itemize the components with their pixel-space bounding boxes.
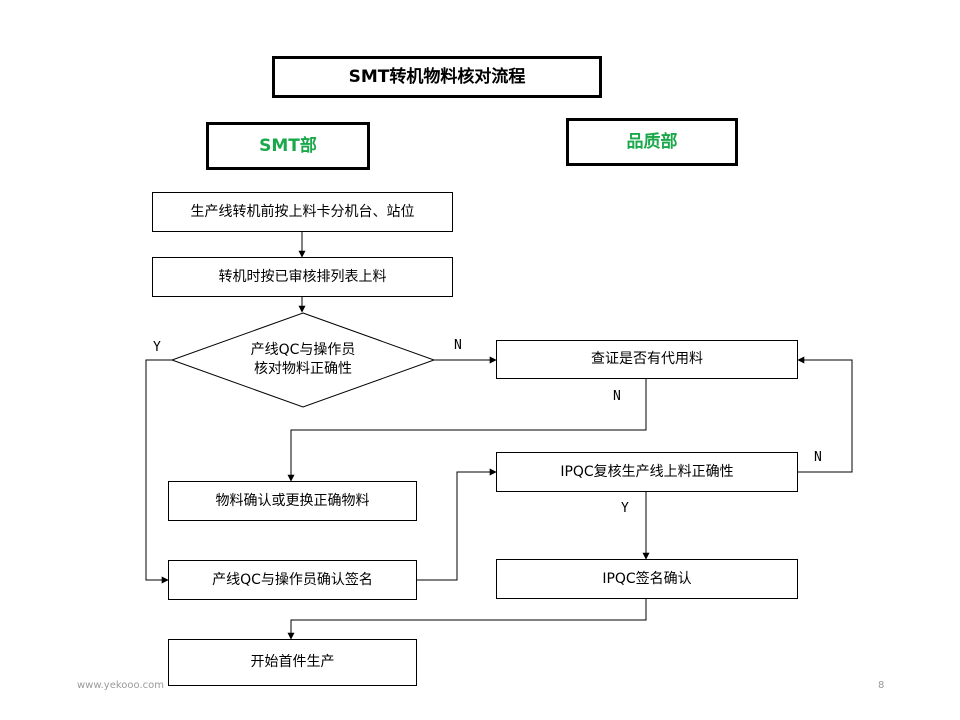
- lane-qa: 品质部: [566, 118, 738, 166]
- page-title: SMT转机物料核对流程: [272, 56, 602, 98]
- step-ipqc-sign: IPQC签名确认: [496, 559, 798, 599]
- edge-sign-start: [287, 599, 647, 640]
- edge-check-confirm: [287, 379, 647, 482]
- step-prepare-stations: 生产线转机前按上料卡分机台、站位: [152, 192, 453, 232]
- label-y-decision: Y: [153, 340, 161, 355]
- edge-sign-recheck: [417, 468, 497, 581]
- step-line-sign: 产线QC与操作员确认签名: [168, 560, 417, 600]
- step-load-materials: 转机时按已审核排列表上料: [152, 257, 453, 297]
- step-start-production: 开始首件生产: [168, 639, 417, 686]
- step-confirm-material: 物料确认或更换正确物料: [168, 481, 417, 521]
- label-n-check: N: [613, 389, 621, 404]
- footer-site: www.yekooo.com: [77, 680, 165, 691]
- decision-text: 产线QC与操作员 核对物料正确性: [172, 312, 434, 408]
- label-y-recheck: Y: [621, 501, 629, 516]
- decision-diamond: [170, 312, 436, 408]
- step-ipqc-recheck: IPQC复核生产线上料正确性: [496, 452, 798, 492]
- decision-line-1: 产线QC与操作员: [250, 342, 356, 359]
- label-n-recheck: N: [814, 450, 822, 465]
- step-check-substitute: 查证是否有代用料: [496, 340, 798, 379]
- label-n-decision: N: [454, 338, 462, 353]
- edge-decision-sign: [145, 359, 172, 584]
- decision-line-2: 核对物料正确性: [254, 361, 352, 377]
- edge-recheck-check: [797, 356, 853, 473]
- footer-page-number: 8: [878, 680, 885, 691]
- lane-smt: SMT部: [206, 122, 370, 170]
